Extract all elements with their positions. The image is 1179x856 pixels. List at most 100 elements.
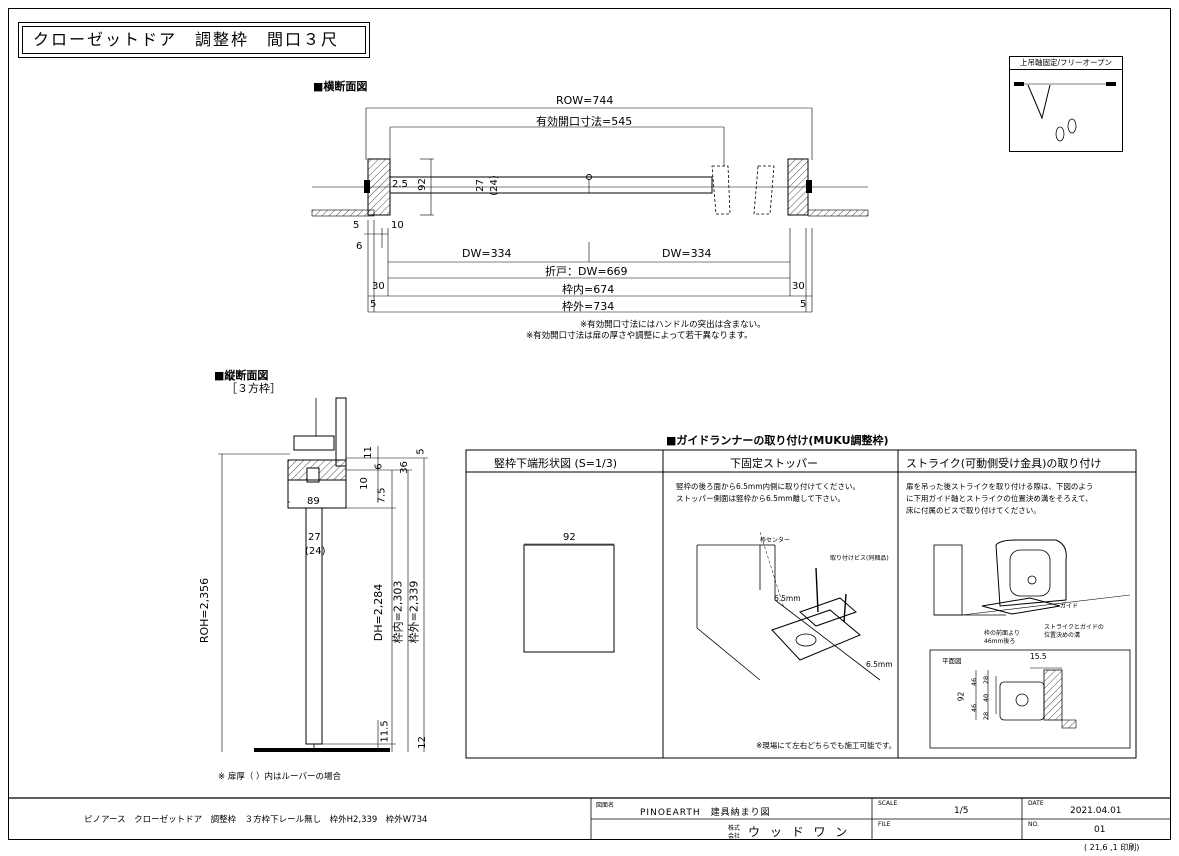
guide-rail: [306, 467, 320, 483]
dw-left: DW=334: [462, 247, 512, 260]
dim-10-elev: 10: [358, 477, 370, 490]
print-date: ( 21,6 ,1 印刷): [1084, 843, 1140, 852]
dim-30-right: 30: [792, 281, 805, 292]
dh-dimension: DH=2,284: [372, 583, 386, 642]
title-block-lines: [8, 797, 1171, 840]
company-name: ウ ッ ド ワ ン: [748, 825, 851, 839]
legend-door-fold: [1027, 84, 1051, 120]
door-panel: [389, 176, 713, 194]
effective-opening-dimension: 有効開口寸法=545: [536, 115, 633, 128]
plan-heading: ■横断面図: [313, 80, 368, 93]
dim-2-5: 2.5: [392, 179, 408, 190]
col2-text-2: ストッパー側面は竪枠から6.5mm離して下さい。: [676, 494, 845, 503]
col3-dim-40: 40: [982, 693, 991, 703]
dim-24-elev: (24): [305, 546, 326, 557]
col3-text-2: に下用ガイド軸とストライクの位置決め溝をそろえて、: [906, 494, 1093, 503]
floor-right: [807, 209, 869, 217]
file-label: FILE: [878, 821, 891, 828]
plan-note-2: ※有効開口寸法は扉の厚さや調整によって若干異なります。: [526, 331, 753, 341]
legend-box: 上吊軸固定/フリーオープン: [1009, 56, 1123, 152]
col2-note: ※現場にて左右どちらでも施工可能です。: [756, 741, 897, 750]
col3-label-guide: ガイド: [1060, 603, 1079, 610]
dim-30-left: 30: [372, 281, 385, 292]
col2-label-screw: 取り付けビス(同梱品): [830, 555, 889, 562]
dim-24-plan: (24): [488, 175, 500, 196]
dim-5-left: 5: [370, 299, 377, 310]
elevation-section: [218, 397, 428, 752]
dim-11-elev: 11: [362, 446, 374, 459]
drawing-name: PINOEARTH 建具納まり図: [640, 808, 771, 818]
dim-36-elev: 36: [398, 461, 410, 474]
dim-11-5-elev: 11.5: [379, 720, 391, 743]
frame-left: [367, 158, 391, 216]
legend-frame-right: [1106, 82, 1116, 86]
plan-note-1: ※有効開口寸法にはハンドルの突出は含まない。: [580, 320, 766, 330]
roh-dimension: ROH=2,356: [198, 577, 212, 644]
col3-dim-46a: 46: [970, 677, 979, 687]
row-dimension: ROW=744: [556, 94, 614, 107]
col2-label-6-5a: 6.5mm: [774, 594, 801, 603]
floor: [254, 748, 390, 752]
col3-label-front-1: 枠の前面より: [984, 630, 1020, 637]
date-label: DATE: [1028, 800, 1044, 807]
frame-outer-height: 枠外=2,339: [407, 580, 421, 644]
company-label-2: 会社: [728, 833, 741, 840]
col3-text-3: 床に付属のビスで取り付けてください。: [906, 506, 1041, 515]
frame-inner-height: 枠内=2,303: [391, 580, 405, 644]
dim-6-elev: 6: [373, 463, 385, 470]
guide-runner-table: [465, 449, 1137, 759]
drawing-title: クローゼットドア 調整枠 間口３尺: [18, 22, 370, 58]
col3-dim-92: 92: [956, 691, 966, 702]
footprint-icon: [1055, 126, 1065, 142]
scale-value: 1/5: [954, 806, 969, 816]
dim-27-elev: 27: [308, 532, 321, 543]
dim-6-plan: 6: [356, 241, 363, 252]
dim-7-5-elev: 7.5: [376, 487, 388, 504]
col3-label-groove-2: 位置決めの溝: [1044, 632, 1081, 639]
company-label-1: 株式: [728, 825, 741, 832]
dim-12-elev: 12: [416, 736, 428, 749]
col3-dim-28b: 28: [982, 711, 991, 721]
scale-label: SCALE: [878, 800, 898, 807]
frame-right: [787, 158, 809, 216]
frame-right-cap: [806, 180, 812, 193]
frame-bottom-shape: [523, 544, 615, 653]
col2-text-1: 竪枠の後ろ面から6.5mm内側に取り付けてください。: [676, 482, 860, 491]
frame-left-cap: [364, 180, 370, 193]
dim-89: 89: [307, 496, 320, 507]
dim-5-plan-a: 5: [353, 220, 360, 231]
elevation-heading: ■縦断面図: [214, 369, 269, 382]
col3-dim-28a: 28: [982, 675, 991, 685]
col2-label-center: 枠センター: [760, 537, 791, 544]
stopper-illustration: [696, 531, 881, 681]
legend-label: 上吊軸固定/フリーオープン: [1010, 57, 1122, 70]
col2-label-6-5b: 6.5mm: [866, 660, 893, 669]
drawing-description: ピノアース クローゼットドア 調整枠 ３方枠下レール無し 枠外H2,339 枠外…: [84, 815, 428, 825]
strike-illustration: [929, 539, 1131, 749]
frame-outer-width: 枠外=734: [562, 300, 615, 313]
plan-section: [311, 107, 869, 313]
elevation-subheading: ［３方枠］: [226, 382, 281, 395]
col3-plan-label: 平面図: [942, 657, 962, 665]
col3-title: ストライク(可動側受け金具)の取り付け: [906, 457, 1102, 470]
legend-icon: [1014, 82, 1116, 142]
col3-dim-15-5: 15.5: [1030, 652, 1047, 661]
dim-5-right: 5: [800, 299, 807, 310]
header-block: [293, 435, 335, 451]
drawing-name-label: 図面名: [596, 802, 615, 809]
frame-inner-width: 枠内=674: [562, 283, 615, 296]
no-label: NO.: [1028, 821, 1039, 828]
elevation-note: ※ 扉厚（ ）内はルーバーの場合: [218, 772, 341, 782]
drawing-frame: [8, 8, 1171, 840]
floor-left: [311, 209, 375, 217]
wall-top: [335, 397, 347, 467]
col3-label-front-2: 46mm後ろ: [984, 638, 1016, 645]
dim-10-plan: 10: [391, 220, 404, 231]
col3-label-groove-1: ストライクとガイドの: [1044, 624, 1104, 631]
dw-right: DW=334: [662, 247, 712, 260]
col3-dim-46b: 46: [970, 703, 979, 713]
door-leaf: [305, 507, 323, 745]
dim-5-elev: 5: [415, 448, 427, 455]
col1-title: 竪枠下端形状図 (S=1/3): [494, 457, 617, 470]
